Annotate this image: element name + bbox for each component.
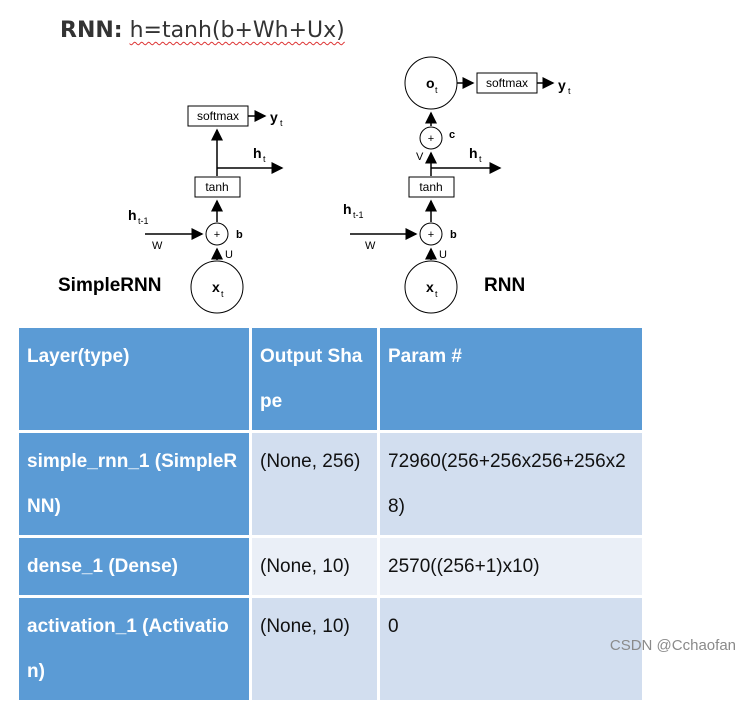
simple-h-label: h [253,145,262,161]
rnn-tanh-box [408,176,455,198]
header-output-shape: Output Shape [249,325,380,433]
rnn-plus-bottom-label: + [428,229,434,241]
cell-output-shape: (None, 256) [249,430,380,538]
formula-title: RNN: h=tanh(b+Wh+Ux) [60,18,345,43]
simple-y-label: y [270,109,278,125]
cell-output-shape: (None, 10) [249,535,380,598]
rnn-o-sub: t [435,85,438,95]
table-row: activation_1 (Activation) (None, 10) 0 [16,595,645,703]
formula-text: h=tanh(b+Wh+Ux) [129,18,345,43]
layer-summary-table: Layer(type) Output Shape Param # simple_… [16,325,645,703]
rnn-o-label: o [426,75,435,91]
cell-layer: dense_1 (Dense) [16,535,252,598]
simple-h-sub: t [263,154,266,164]
table-row: simple_rnn_1 (SimpleRNN) (None, 256) 729… [16,430,645,538]
rnn-plus-node-bottom [419,222,443,246]
rnn-b-label: b [450,229,457,241]
simple-rnn-diagram: softmax y t h t tanh + b h t-1 W U x t S… [58,105,284,314]
rnn-y-sub: t [568,86,571,96]
simple-softmax-label: softmax [197,109,239,123]
rnn-tanh-label: tanh [419,180,442,194]
rnn-x-sub: t [435,289,438,299]
simple-plus-node [205,222,229,246]
simple-x-label: x [212,279,220,295]
rnn-y-label: y [558,77,566,93]
watermark: CSDN @Cchaofan [609,637,736,654]
rnn-h-sub: t [479,154,482,164]
cell-layer: simple_rnn_1 (SimpleRNN) [16,430,252,538]
header-layer-type: Layer(type) [16,325,252,433]
rnn-hprev-label: h [343,201,352,217]
simple-rnn-title: SimpleRNN [58,275,161,296]
rnn-c-label: c [449,129,455,141]
cell-params: 2570((256+1)x10) [377,535,645,598]
rnn-plus-node-top [419,126,443,150]
simple-x-node [190,260,244,314]
rnn-h-label: h [469,145,478,161]
rnn-diagrams: softmax y t h t tanh + b h t-1 W U x t S… [58,56,571,314]
simple-b-label: b [236,229,243,241]
table-row: dense_1 (Dense) (None, 10) 2570((256+1)x… [16,535,645,598]
rnn-plus-top-label: + [428,133,434,145]
rnn-hprev-sub: t-1 [353,210,364,220]
simple-x-sub: t [221,289,224,299]
cell-params: 72960(256+256x256+256x28) [377,430,645,538]
cell-layer: activation_1 (Activation) [16,595,252,703]
rnn-u-label: U [439,249,447,261]
simple-u-label: U [225,249,233,261]
simple-plus-label: + [214,229,220,241]
cell-params: 0 [377,595,645,703]
simple-hprev-label: h [128,207,137,223]
rnn-softmax-label: softmax [486,76,528,90]
rnn-x-node [404,260,458,314]
table-header-row: Layer(type) Output Shape Param # [16,325,645,433]
rnn-x-label: x [426,279,434,295]
simple-tanh-box [194,176,241,198]
simple-w-label: W [152,240,163,252]
formula-label: RNN: [60,18,123,43]
rnn-title: RNN [484,275,525,296]
full-rnn-diagram: o t softmax y t + c V h t tanh + b h t-1… [343,56,571,314]
rnn-v-label: V [416,151,424,163]
simple-hprev-sub: t-1 [138,216,149,226]
cell-output-shape: (None, 10) [249,595,380,703]
simple-y-sub: t [280,118,283,128]
simple-tanh-label: tanh [205,180,228,194]
rnn-w-label: W [365,240,376,252]
header-param-count: Param # [377,325,645,433]
